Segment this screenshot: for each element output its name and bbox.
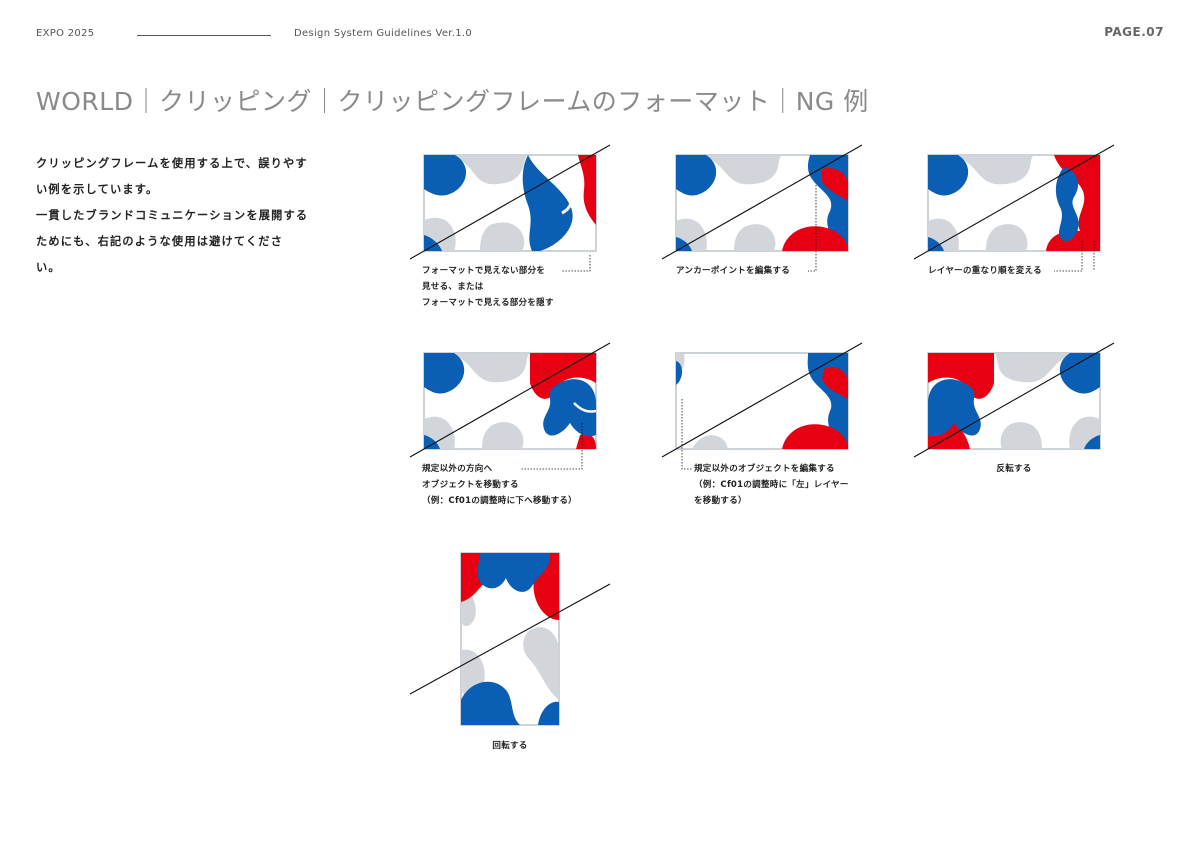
header-divider bbox=[137, 35, 271, 36]
page-title: WORLD｜クリッピング｜クリッピングフレームのフォーマット｜NG 例 bbox=[36, 87, 869, 116]
caption-line: フォーマットで見える部分を隠す bbox=[422, 298, 554, 308]
intro-line: い。 bbox=[36, 261, 61, 274]
page-number: PAGE.07 bbox=[1104, 25, 1164, 39]
caption-line: 規定以外のオブジェクトを編集する bbox=[694, 464, 835, 474]
example-caption: レイヤーの重なり順を変える bbox=[928, 263, 1042, 279]
example-caption: 回転する bbox=[410, 738, 610, 754]
example-caption: 規定以外のオブジェクトを編集する （例：Cf01の調整時に「左」レイヤー を移動… bbox=[694, 461, 849, 509]
intro-line: ためにも、右記のような使用は避けてくださ bbox=[36, 235, 284, 248]
caption-line: 回転する bbox=[492, 741, 528, 751]
intro-line: 一貫したブランドコミュニケーションを展開する bbox=[36, 209, 309, 222]
ng-example-rotate: 回転する bbox=[409, 550, 611, 760]
intro-line: クリッピングフレームを使用する上で、誤りやす bbox=[36, 157, 308, 170]
caption-line: オブジェクトを移動する bbox=[422, 480, 519, 490]
document-title: Design System Guidelines Ver.1.0 bbox=[294, 28, 473, 39]
clipping-frame-figure bbox=[913, 144, 1115, 272]
example-caption: 反転する bbox=[914, 461, 1114, 477]
caption-line: （例：Cf01の調整時に下へ移動する） bbox=[422, 496, 577, 506]
ng-example-edit-other-object: 規定以外のオブジェクトを編集する （例：Cf01の調整時に「左」レイヤー を移動… bbox=[661, 342, 863, 506]
caption-line: フォーマットで見えない部分を bbox=[422, 266, 546, 276]
caption-line: 反転する bbox=[996, 464, 1032, 474]
intro-line: い例を示しています。 bbox=[36, 183, 159, 196]
example-caption: 規定以外の方向へ オブジェクトを移動する （例：Cf01の調整時に下へ移動する） bbox=[422, 461, 577, 509]
caption-line: （例：Cf01の調整時に「左」レイヤー bbox=[694, 480, 849, 490]
caption-line: レイヤーの重なり順を変える bbox=[928, 266, 1042, 276]
clipping-frame-figure bbox=[409, 144, 611, 272]
caption-line: アンカーポイントを編集する bbox=[676, 266, 791, 276]
caption-line: を移動する） bbox=[694, 496, 747, 506]
event-label: EXPO 2025 bbox=[36, 28, 95, 39]
caption-line: 見せる、または bbox=[422, 282, 484, 292]
clipping-frame-figure bbox=[409, 552, 611, 726]
ng-example-show-hidden: フォーマットで見えない部分を 見せる、または フォーマットで見える部分を隠す bbox=[409, 144, 611, 308]
intro-text: クリッピングフレームを使用する上で、誤りやす い例を示しています。 一貫したブラ… bbox=[36, 151, 336, 281]
clipping-frame-figure bbox=[661, 144, 863, 272]
example-caption: アンカーポイントを編集する bbox=[676, 263, 790, 279]
ng-example-layer-order: レイヤーの重なり順を変える bbox=[913, 144, 1115, 276]
clipping-frame-figure bbox=[409, 342, 611, 470]
clipping-frame-figure bbox=[913, 342, 1115, 458]
ng-example-edit-anchor: アンカーポイントを編集する bbox=[661, 144, 863, 276]
ng-example-flip: 反転する bbox=[913, 342, 1115, 474]
clipping-frame-figure bbox=[661, 342, 863, 470]
caption-line: 規定以外の方向へ bbox=[422, 464, 493, 474]
ng-example-move-direction: 規定以外の方向へ オブジェクトを移動する （例：Cf01の調整時に下へ移動する） bbox=[409, 342, 611, 506]
example-caption: フォーマットで見えない部分を 見せる、または フォーマットで見える部分を隠す bbox=[422, 263, 554, 311]
